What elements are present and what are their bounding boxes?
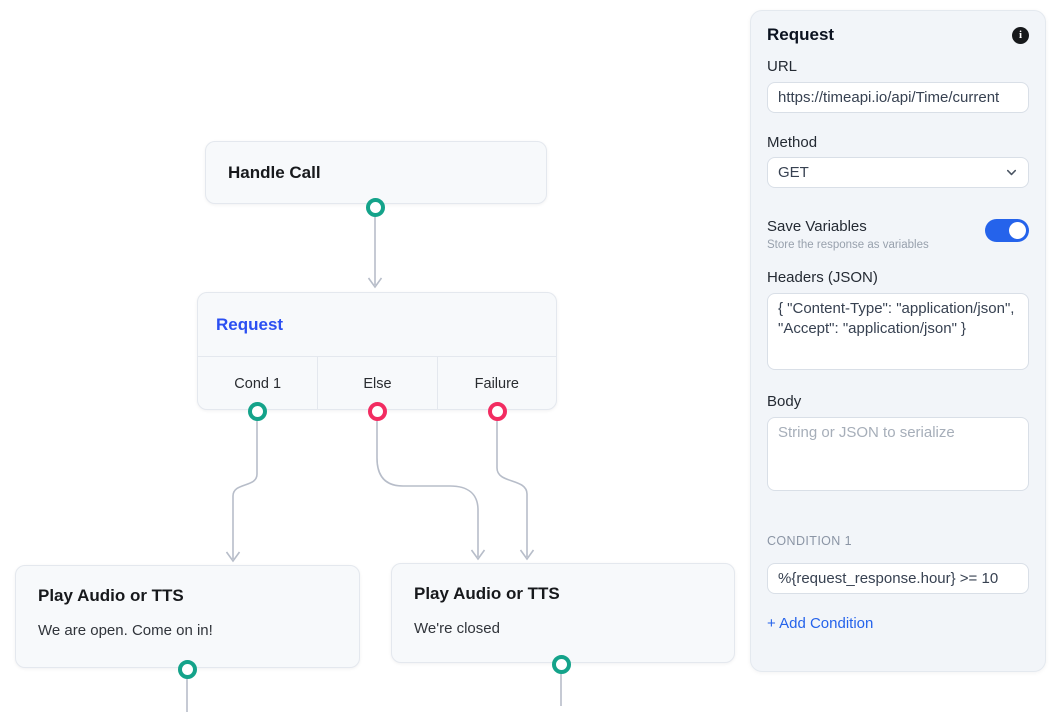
url-label: URL [767,58,798,75]
body-textarea[interactable] [767,417,1029,491]
output-port[interactable] [178,660,197,679]
node-title: Handle Call [228,162,321,182]
add-condition-link[interactable]: + Add Condition [767,615,874,632]
save-variables-label: Save Variables [767,218,867,235]
edge-failure-playclosed [496,420,528,557]
headers-label: Headers (JSON) [767,269,878,286]
body-label: Body [767,393,802,410]
node-play-audio-closed[interactable]: Play Audio or TTS We're closed [391,563,735,663]
output-port-failure[interactable] [488,402,507,421]
edge-arrowhead [225,551,241,563]
method-selected-value: GET [778,164,809,181]
output-cond1: Cond 1 [234,375,282,392]
request-outputs-row: Cond 1 Else Failure [198,357,556,410]
edge-arrowhead [519,549,535,561]
node-title: Request [216,314,284,334]
edge-arrowhead [367,277,383,289]
output-port[interactable] [552,655,571,674]
panel-title: Request [767,25,835,44]
node-request[interactable]: Request Cond 1 Else Failure [197,292,557,410]
condition-1-input[interactable] [767,563,1029,594]
node-subtitle: We're closed [414,620,500,637]
node-handle-call[interactable]: Handle Call [205,141,547,204]
node-subtitle: We are open. Come on in! [38,622,213,639]
method-select[interactable]: GET [767,157,1029,188]
output-port-cond1[interactable] [248,402,267,421]
output-else: Else [317,357,436,410]
chevron-down-icon [1006,169,1017,176]
url-input[interactable] [767,82,1029,113]
output-port[interactable] [366,198,385,217]
save-variables-toggle[interactable] [985,219,1029,242]
edge-arrowhead [470,549,486,561]
headers-textarea[interactable]: { "Content-Type": "application/json", "A… [767,293,1029,370]
output-port-else[interactable] [368,402,387,421]
edge-else-playclosed [376,420,479,557]
info-icon[interactable]: i [1012,26,1029,44]
edge-cond1-playopen [232,420,258,559]
node-play-audio-open[interactable]: Play Audio or TTS We are open. Come on i… [15,565,360,668]
node-title: Play Audio or TTS [414,584,560,603]
condition-1-label: CONDITION 1 [767,534,852,548]
save-variables-description: Store the response as variables [767,239,929,251]
output-failure: Failure [436,357,556,410]
node-title: Play Audio or TTS [38,586,184,605]
toggle-knob [1009,222,1026,239]
request-properties-panel: Request i URL Method GET Save Variables … [750,10,1046,672]
method-label: Method [767,134,818,151]
